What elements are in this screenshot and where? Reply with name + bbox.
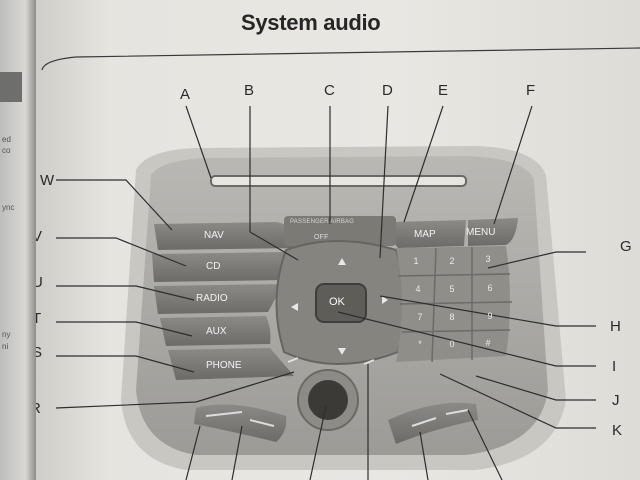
keypad-key-3: 3 [485,254,491,264]
header-rule [41,47,640,71]
aux-key [160,316,271,346]
callout-h: H [610,318,621,335]
end-call-icon [363,359,375,365]
keypad-key-6: 6 [487,283,493,293]
keypad-key-star: * [418,339,422,349]
callout-i: I [612,358,617,375]
nav-key [154,222,298,250]
callout-a: A [180,86,191,103]
callout-k: K [612,422,623,439]
menu-label: MENU [466,227,496,238]
manual-page: System audio [36,0,640,480]
keypad-key-1: 1 [413,256,419,266]
volume-knob [308,380,348,420]
callout-leader-lines [55,105,596,480]
map-label: MAP [414,229,436,240]
radio-label: RADIO [196,293,228,304]
cd-label: CD [206,261,221,272]
callout-u: U [36,274,43,291]
left-page-text: ny [2,330,11,339]
airbag-off-label: OFF [314,234,329,241]
keypad-key-9: 9 [487,311,493,321]
keypad-key-5: 5 [449,284,455,294]
cd-key [152,252,289,282]
left-page-text: co [2,146,11,155]
left-page-text: ed [2,135,11,144]
keypad-key-0: 0 [449,339,455,349]
callout-b: B [244,82,255,99]
map-key [391,220,466,248]
passenger-airbag-label: PASSENGER AIRBAG [290,219,355,225]
phone-label: PHONE [206,360,242,371]
callout-j: J [612,392,620,409]
callout-r: R [36,400,41,417]
keypad-key-hash: # [485,338,491,348]
radio-key [154,284,282,314]
phone-handset-icon [287,357,299,363]
ok-key [315,283,367,323]
callout-d: D [382,82,393,99]
adjacent-page: ed co ync ny ni [0,0,36,480]
keypad-key-4: 4 [415,284,421,294]
callout-c: C [324,82,335,99]
audio-unit-illustration [55,105,596,480]
keypad-key-2: 2 [449,256,455,266]
arrow-right-icon [382,296,388,304]
menu-key [468,218,518,246]
ok-label: OK [329,296,345,308]
callout-w: W [40,172,55,189]
page-tab-marker [0,72,22,102]
callout-s: S [36,344,43,361]
callout-t: T [36,310,42,327]
aux-label: AUX [206,326,227,337]
phone-key [168,348,294,380]
callout-g: G [620,238,632,255]
callout-v: V [36,228,43,245]
callout-e: E [438,82,449,99]
callout-f: F [526,82,536,99]
left-page-text: ni [2,342,9,351]
left-page-text: ync [2,203,15,212]
arrow-down-icon [338,348,346,355]
keypad-key-7: 7 [417,312,423,322]
keypad-key-8: 8 [449,312,455,322]
cd-slot [210,175,467,187]
passenger-airbag-strip [284,216,396,246]
nav-label: NAV [204,230,224,241]
arrow-up-icon [338,258,346,265]
page-title: System audio [241,10,381,35]
arrow-left-icon [291,303,298,311]
